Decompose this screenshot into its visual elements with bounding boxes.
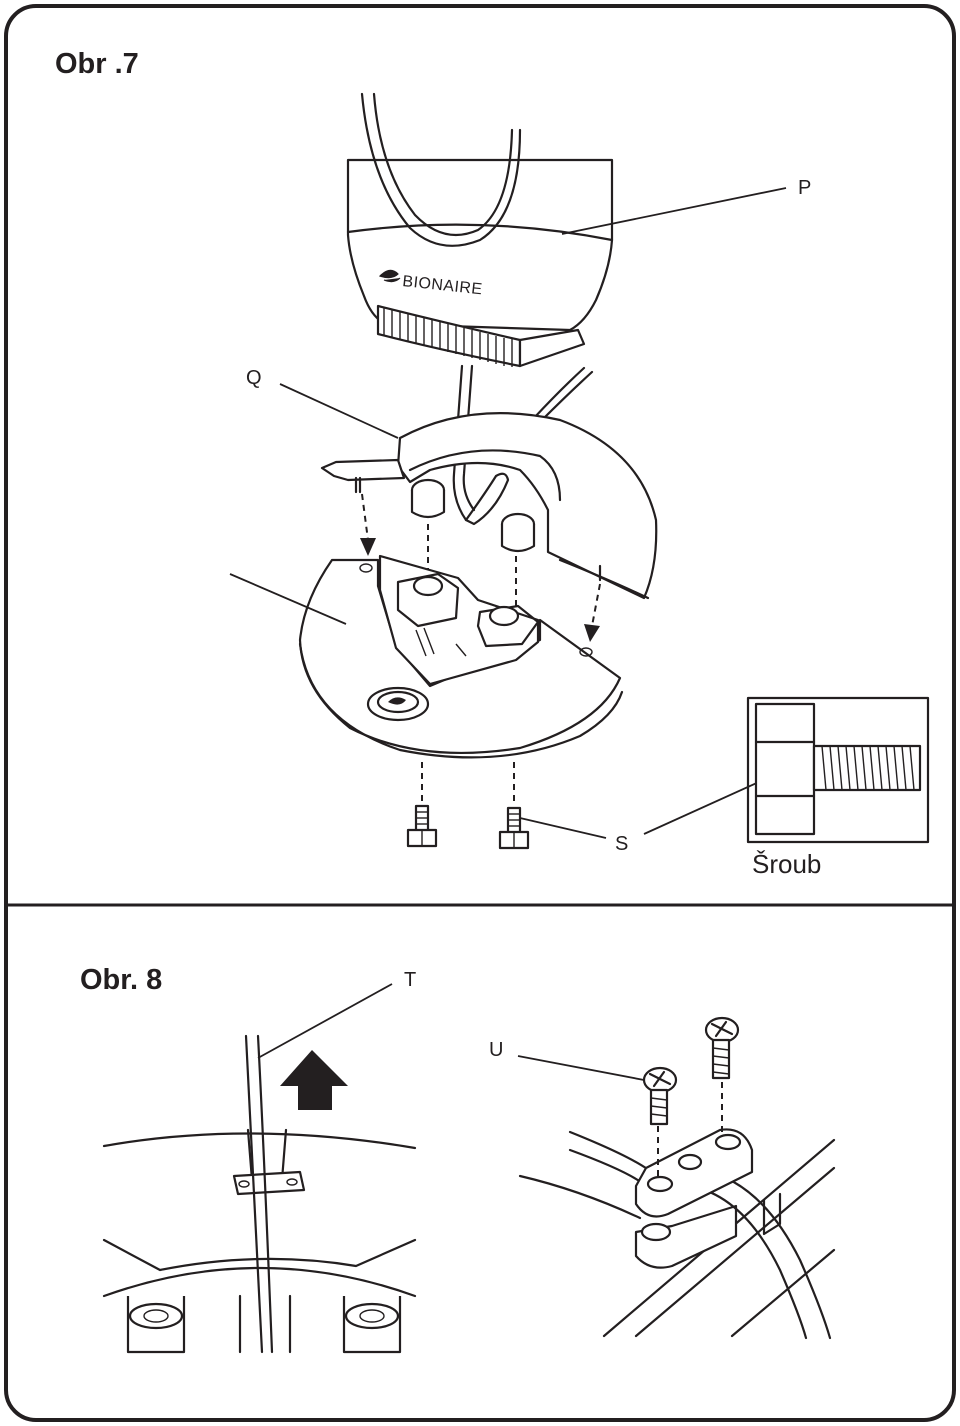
leader-t <box>257 983 393 1059</box>
label-p: P <box>798 177 811 199</box>
figure-7-title: Obr .7 <box>55 48 139 80</box>
leader-base <box>229 573 347 625</box>
assembly-guides <box>360 493 601 642</box>
leader-p <box>561 187 787 235</box>
screw-u-left <box>642 1066 678 1126</box>
upper-collar <box>320 412 658 600</box>
lower-base <box>298 554 624 802</box>
heater-body: BIONAIRE <box>346 92 614 522</box>
label-q: Q <box>246 367 262 389</box>
inset-threads <box>821 745 915 791</box>
label-u: U <box>489 1039 503 1061</box>
figure-7: Obr .7 <box>55 48 930 879</box>
screw-left <box>406 804 438 848</box>
screw-u-right <box>704 1016 740 1080</box>
arrow-down-left-icon <box>360 538 376 556</box>
clamp-view <box>518 1016 836 1340</box>
screw-inset: Šroub <box>746 696 930 879</box>
cord-route-view <box>102 1034 417 1354</box>
figure-8: Obr. 8 T <box>80 964 836 1354</box>
label-t: T <box>404 969 416 991</box>
inset-caption: Šroub <box>752 849 821 879</box>
knob-ridges <box>383 308 513 367</box>
bionaire-logo-icon <box>378 269 401 283</box>
leader-q <box>279 383 399 439</box>
page-border <box>4 4 956 1422</box>
screw-right <box>498 806 530 850</box>
leader-u <box>517 1055 645 1081</box>
arrow-down-right-icon <box>584 624 600 642</box>
leader-s <box>519 817 607 839</box>
figure-8-title: Obr. 8 <box>80 964 162 996</box>
arrow-up-icon <box>280 1050 348 1110</box>
label-s: S <box>615 833 628 855</box>
swirl-logo-icon <box>388 697 406 705</box>
leader-inset <box>643 775 773 835</box>
